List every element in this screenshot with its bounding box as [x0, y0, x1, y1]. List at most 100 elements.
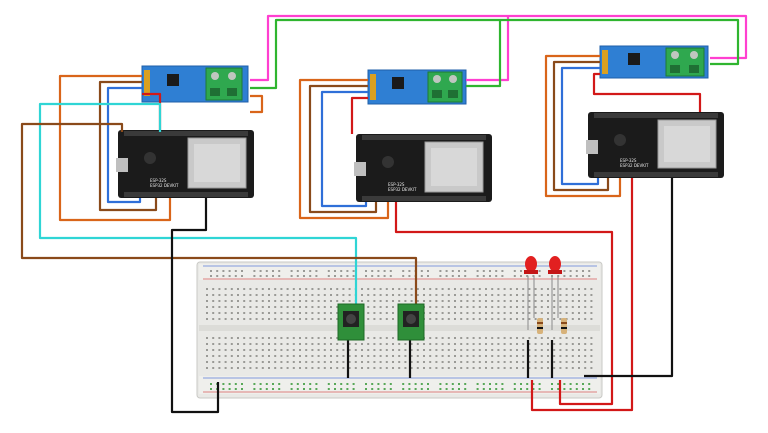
breadboard-hole	[237, 355, 239, 357]
breadboard-hole	[255, 294, 258, 296]
breadboard-rail-hole	[352, 270, 355, 272]
breadboard-hole	[323, 306, 326, 308]
breadboard-hole	[348, 349, 351, 351]
breadboard-rail-hole	[216, 270, 219, 272]
breadboard-hole	[522, 355, 525, 357]
breadboard-hole	[330, 306, 332, 308]
breadboard-hole	[392, 337, 394, 339]
breadboard-hole	[447, 355, 450, 357]
breadboard-rail-hole	[520, 383, 522, 385]
breadboard-rail-hole	[234, 388, 237, 390]
breadboard-hole	[330, 343, 332, 345]
breadboard-rail-hole	[402, 383, 405, 385]
breadboard-hole	[547, 367, 549, 369]
breadboard-hole	[497, 294, 500, 296]
breadboard-hole	[441, 349, 444, 351]
breadboard-hole	[311, 288, 314, 290]
breadboard-rail-hole	[327, 383, 330, 385]
breadboard-hole	[503, 361, 506, 363]
breadboard-rail-hole	[346, 383, 349, 385]
breadboard-rail-hole	[458, 275, 460, 277]
resistor-band	[561, 327, 567, 329]
wire-green-bus	[250, 18, 740, 90]
breadboard-hole	[255, 306, 258, 308]
breadboard-hole	[441, 306, 444, 308]
breadboard-hole	[516, 343, 518, 345]
breadboard-hole	[534, 300, 537, 302]
resistor-body	[537, 318, 543, 334]
breadboard-hole	[503, 318, 506, 320]
breadboard-rail-hole	[377, 388, 380, 390]
breadboard-hole	[584, 318, 587, 320]
breadboard-hole	[323, 361, 326, 363]
breadboard-hole	[553, 318, 556, 320]
breadboard-hole	[292, 294, 295, 296]
breadboard-hole	[305, 367, 308, 369]
breadboard-hole	[522, 337, 525, 339]
breadboard-rail-hole	[265, 270, 268, 272]
breadboard-hole	[460, 343, 463, 345]
breadboard-hole	[571, 300, 574, 302]
breadboard-rail-hole	[234, 383, 237, 385]
module-chip	[392, 77, 404, 89]
breadboard-hole	[404, 367, 407, 369]
breadboard-hole	[237, 306, 239, 308]
breadboard-hole	[435, 312, 438, 314]
breadboard-rail-hole	[414, 383, 417, 385]
breadboard-hole	[547, 343, 549, 345]
breadboard-hole	[435, 343, 438, 345]
breadboard-hole	[299, 349, 301, 351]
breadboard-hole	[404, 288, 407, 290]
breadboard-rail-hole	[569, 383, 572, 385]
breadboard-rail-hole	[383, 388, 386, 390]
breadboard-rail-hole	[272, 275, 274, 277]
breadboard-rail-hole	[222, 383, 225, 385]
breadboard-rail-hole	[377, 383, 380, 385]
breadboard-hole	[336, 343, 339, 345]
breadboard-hole	[454, 343, 456, 345]
breadboard-hole	[286, 300, 289, 302]
terminal-opening	[670, 65, 680, 73]
breadboard-hole	[361, 294, 363, 296]
breadboard-hole	[478, 294, 481, 296]
voltage-regulator	[382, 156, 394, 168]
breadboard-hole	[218, 306, 221, 308]
breadboard-hole	[323, 355, 326, 357]
breadboard-hole	[317, 361, 320, 363]
breadboard-hole	[559, 343, 562, 345]
breadboard-hole	[379, 337, 382, 339]
breadboard-hole	[330, 355, 332, 357]
breadboard-hole	[230, 361, 233, 363]
breadboard-hole	[342, 367, 345, 369]
breadboard-rail-hole	[520, 275, 522, 277]
breadboard-rail-hole	[464, 383, 467, 385]
wires	[20, 14, 748, 414]
breadboard-rail-hole	[445, 383, 448, 385]
breadboard-hole	[206, 288, 208, 290]
breadboard-rail-hole	[476, 383, 479, 385]
breadboard-rail-hole	[216, 275, 219, 277]
breadboard-hole	[410, 349, 413, 351]
module-pins	[370, 74, 376, 100]
breadboard-hole	[584, 355, 587, 357]
terminal-screw	[449, 75, 457, 83]
breadboard-hole	[336, 355, 339, 357]
breadboard-hole	[268, 349, 270, 351]
breadboard-hole	[230, 367, 233, 369]
breadboard-hole	[218, 300, 221, 302]
breadboard-rail-hole	[482, 275, 485, 277]
board-label: ESP-32S	[620, 158, 637, 163]
breadboard-hole	[503, 300, 506, 302]
pin-header-bottom	[362, 196, 486, 201]
breadboard-hole	[559, 349, 562, 351]
breadboard-hole	[472, 318, 475, 320]
breadboard-hole	[342, 343, 345, 345]
breadboard-rail-hole	[513, 275, 516, 277]
breadboard-hole	[354, 355, 357, 357]
breadboard-rail-hole	[272, 383, 274, 385]
breadboard-hole	[404, 294, 407, 296]
breadboard-hole	[503, 312, 506, 314]
breadboard-hole	[441, 343, 444, 345]
breadboard-hole	[249, 318, 252, 320]
breadboard-hole	[305, 361, 308, 363]
